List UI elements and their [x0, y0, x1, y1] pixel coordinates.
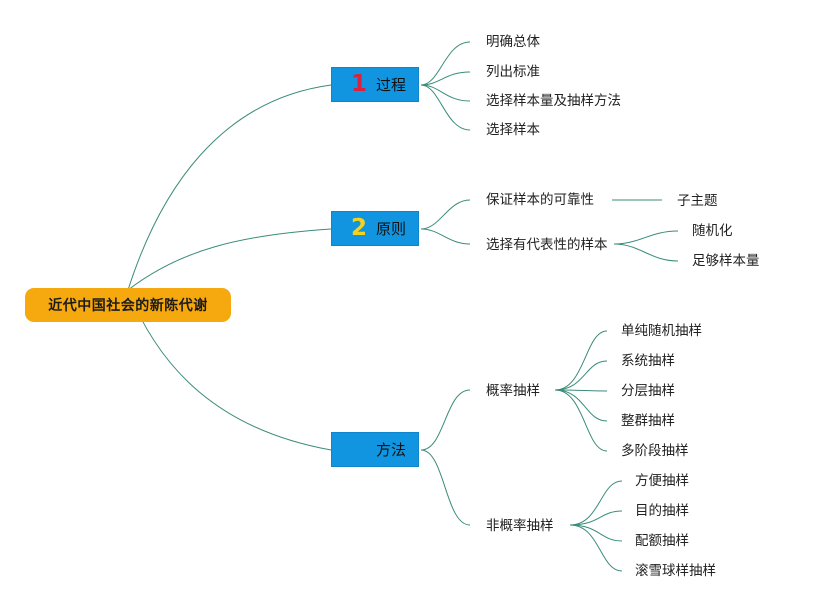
branch-principle[interactable]: 2 原则 [331, 211, 419, 246]
method-item[interactable]: 非概率抽样 [486, 518, 554, 534]
non-probability-sampling-item[interactable]: 滚雪球样抽样 [635, 563, 716, 579]
process-item[interactable]: 列出标准 [486, 64, 540, 80]
probability-sampling-item[interactable]: 整群抽样 [621, 413, 675, 429]
branch-process-label: 过程 [376, 76, 407, 94]
number-one-icon: 1 [350, 71, 367, 97]
probability-sampling-item[interactable]: 单纯随机抽样 [621, 323, 702, 339]
connector-principle-2 [420, 228, 471, 245]
representative-item[interactable]: 随机化 [692, 223, 733, 239]
non-probability-sampling-item[interactable]: 配额抽样 [635, 533, 689, 549]
connector-representative-2 [613, 243, 679, 262]
connector-nonprob-2 [569, 510, 623, 526]
connector-representative-1 [613, 230, 679, 245]
principle-item[interactable]: 选择有代表性的样本 [486, 237, 608, 253]
non-probability-sampling-item[interactable]: 目的抽样 [635, 503, 689, 519]
number-two-icon: 2 [350, 215, 367, 241]
branch-principle-label: 原则 [376, 220, 407, 238]
connector-prob-1 [554, 330, 608, 391]
probability-sampling-item[interactable]: 多阶段抽样 [621, 443, 689, 459]
connector-prob-4 [554, 389, 608, 422]
branch-method[interactable]: 方法 [331, 432, 419, 467]
connector-process-2 [420, 71, 471, 86]
process-item[interactable]: 选择样本量及抽样方法 [486, 93, 621, 109]
branch-method-label: 方法 [376, 441, 407, 459]
non-probability-sampling-item[interactable]: 方便抽样 [635, 473, 689, 489]
connector-method-2 [420, 449, 471, 526]
process-item[interactable]: 选择样本 [486, 122, 540, 138]
process-item[interactable]: 明确总体 [486, 34, 540, 50]
probability-sampling-item[interactable]: 分层抽样 [621, 383, 675, 399]
connector-nonprob-4 [569, 524, 623, 572]
connector-nonprob-1 [569, 480, 623, 526]
connector-process-1 [420, 41, 471, 86]
connector-method-1 [420, 389, 471, 451]
root-topic-label: 近代中国社会的新陈代谢 [48, 298, 208, 314]
probability-sampling-item[interactable]: 系统抽样 [621, 353, 675, 369]
connector-nonprob-3 [569, 524, 623, 542]
root-topic[interactable]: 近代中国社会的新陈代谢 [25, 288, 231, 322]
connector-prob-2 [554, 360, 608, 391]
branch-process[interactable]: 1 过程 [331, 67, 419, 102]
reliability-subtopic[interactable]: 子主题 [677, 193, 718, 209]
connector-prob-3 [554, 389, 608, 392]
connector-root-to-process [127, 84, 332, 291]
connector-root-to-principle [127, 228, 332, 291]
representative-item[interactable]: 足够样本量 [692, 253, 760, 269]
connector-process-4 [420, 84, 471, 131]
principle-item[interactable]: 保证样本的可靠性 [486, 192, 594, 208]
method-item[interactable]: 概率抽样 [486, 383, 540, 399]
connector-prob-5 [554, 389, 608, 452]
connector-principle-1 [420, 199, 471, 230]
